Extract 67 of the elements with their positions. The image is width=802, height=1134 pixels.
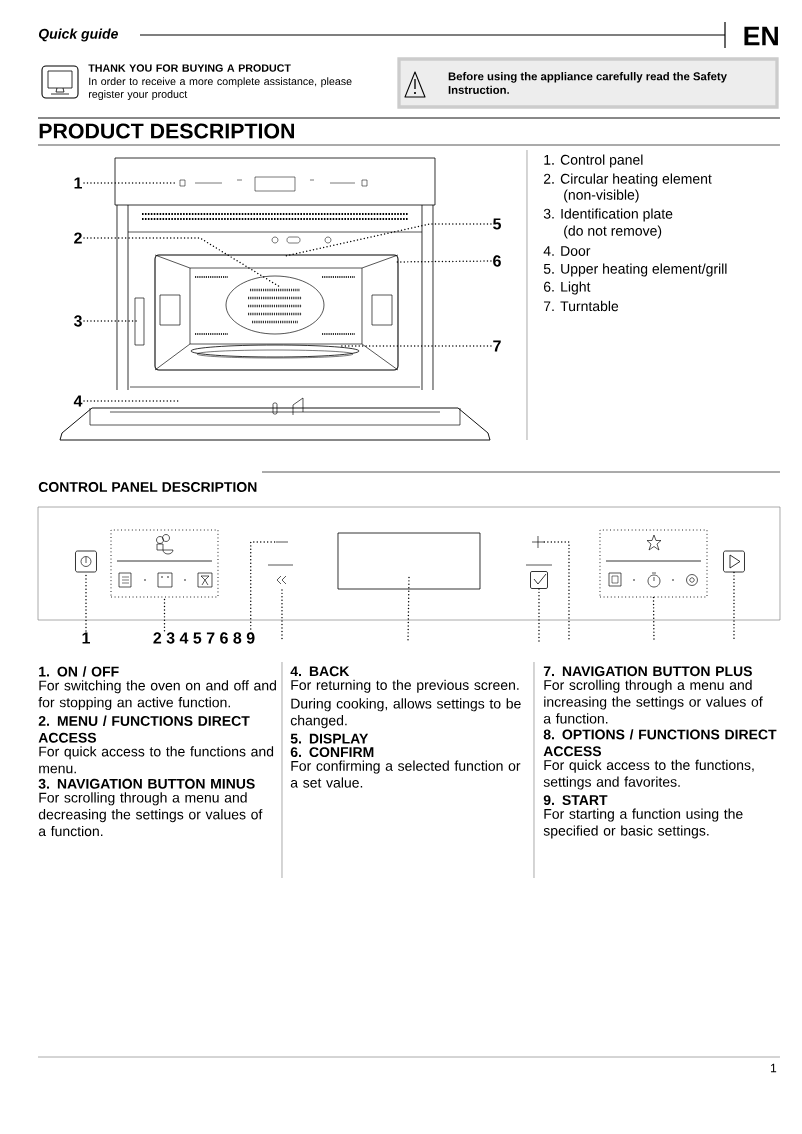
item-heading: 9. START — [543, 795, 608, 806]
callout-number: 1 — [82, 632, 90, 644]
description-text: For returning to the previous screen. — [291, 679, 519, 693]
list-item: (do not remove) — [564, 225, 662, 239]
leader-line — [733, 571, 735, 642]
item-heading: 7. NAVIGATION BUTTON PLUS — [543, 666, 752, 677]
leader-line — [250, 541, 276, 632]
leader-line — [281, 589, 283, 642]
info-text: In order to receive a more complete assistance, please register your product — [89, 77, 352, 100]
back-icon — [276, 575, 287, 585]
description-text: For starting a function using the specified or basic settings. — [543, 808, 743, 839]
description-text: For confirming a selected function or a set value. — [290, 760, 521, 788]
description-text: For scrolling through a menu and decreasing the settings or values of a function. — [38, 792, 263, 837]
power-button — [75, 550, 97, 573]
confirm-button — [530, 571, 548, 589]
item-heading: 8. OPTIONS / FUNCTIONS DIRECT ACCESS — [543, 729, 777, 757]
minus-sign — [275, 541, 289, 543]
callout-number: 2 — [74, 232, 82, 244]
button-group — [599, 529, 708, 598]
item-heading: 5. DISPLAY — [290, 733, 369, 744]
display-screen — [337, 532, 481, 590]
description-text: For quick access to the functions, settings and favorites. — [543, 759, 754, 790]
leader-line — [543, 541, 570, 642]
header-text: Quick guide — [38, 28, 118, 42]
plus-sign — [531, 535, 545, 549]
item-heading: 3. NAVIGATION BUTTON MINUS — [38, 778, 255, 789]
leader-line — [83, 182, 176, 184]
description-text: For switching the oven on and off and for stopping an active function. — [38, 680, 276, 711]
leader-line — [407, 576, 410, 642]
leader-line — [83, 400, 181, 402]
leader-line — [83, 320, 139, 322]
callout-number: 1 — [74, 177, 82, 189]
item-heading: 4. BACK — [290, 666, 350, 677]
info-heading: THANK YOU FOR BUYING A PRODUCT — [88, 64, 291, 72]
description-text: For scrolling through a menu and increasing the settings or values of a function. — [543, 679, 763, 724]
page-number: 1 — [771, 1063, 777, 1073]
item-heading: 6. CONFIRM — [290, 747, 374, 758]
list-item: 7. Turntable — [544, 300, 619, 312]
callout-number: 2 3 4 5 7 6 8 9 — [153, 632, 255, 644]
description-text: For quick access to the functions and menu. — [39, 746, 274, 774]
page-title: PRODUCT DESCRIPTION — [39, 123, 294, 139]
list-item: 4. Door — [543, 246, 591, 256]
item-heading: 1. ON / OFF — [39, 666, 119, 677]
leader-line — [538, 588, 540, 642]
list-item: 2. Circular heating element — [544, 173, 712, 187]
list-item: 1. Control panel — [544, 154, 643, 168]
warning-box: Before using the appliance carefully read the Safety Instruction. — [397, 57, 779, 109]
start-button — [723, 550, 745, 573]
leader-line — [394, 260, 492, 263]
item-heading: 2. MENU / FUNCTIONS DIRECT ACCESS — [38, 715, 250, 743]
callout-number: 3 — [73, 315, 82, 327]
leader-line — [652, 596, 655, 642]
leader-line — [163, 596, 166, 632]
callout-number: 6 — [493, 255, 501, 267]
list-item: (non-visible) — [564, 189, 639, 203]
callout-number: 7 — [493, 340, 501, 352]
description-text: During cooking, allows settings to be changed. — [290, 698, 521, 729]
list-item: 5. Upper heating element/grill — [543, 263, 727, 277]
leader-line — [339, 345, 492, 347]
button-group — [110, 529, 219, 598]
callout-number: 5 — [493, 218, 501, 230]
leader-line — [83, 237, 281, 288]
list-item: 6. Light — [544, 281, 591, 295]
callout-number: 4 — [73, 395, 83, 407]
section-heading: CONTROL PANEL DESCRIPTION — [38, 482, 257, 492]
list-item: 3. Identification plate — [543, 208, 673, 222]
leader-line — [284, 223, 492, 257]
